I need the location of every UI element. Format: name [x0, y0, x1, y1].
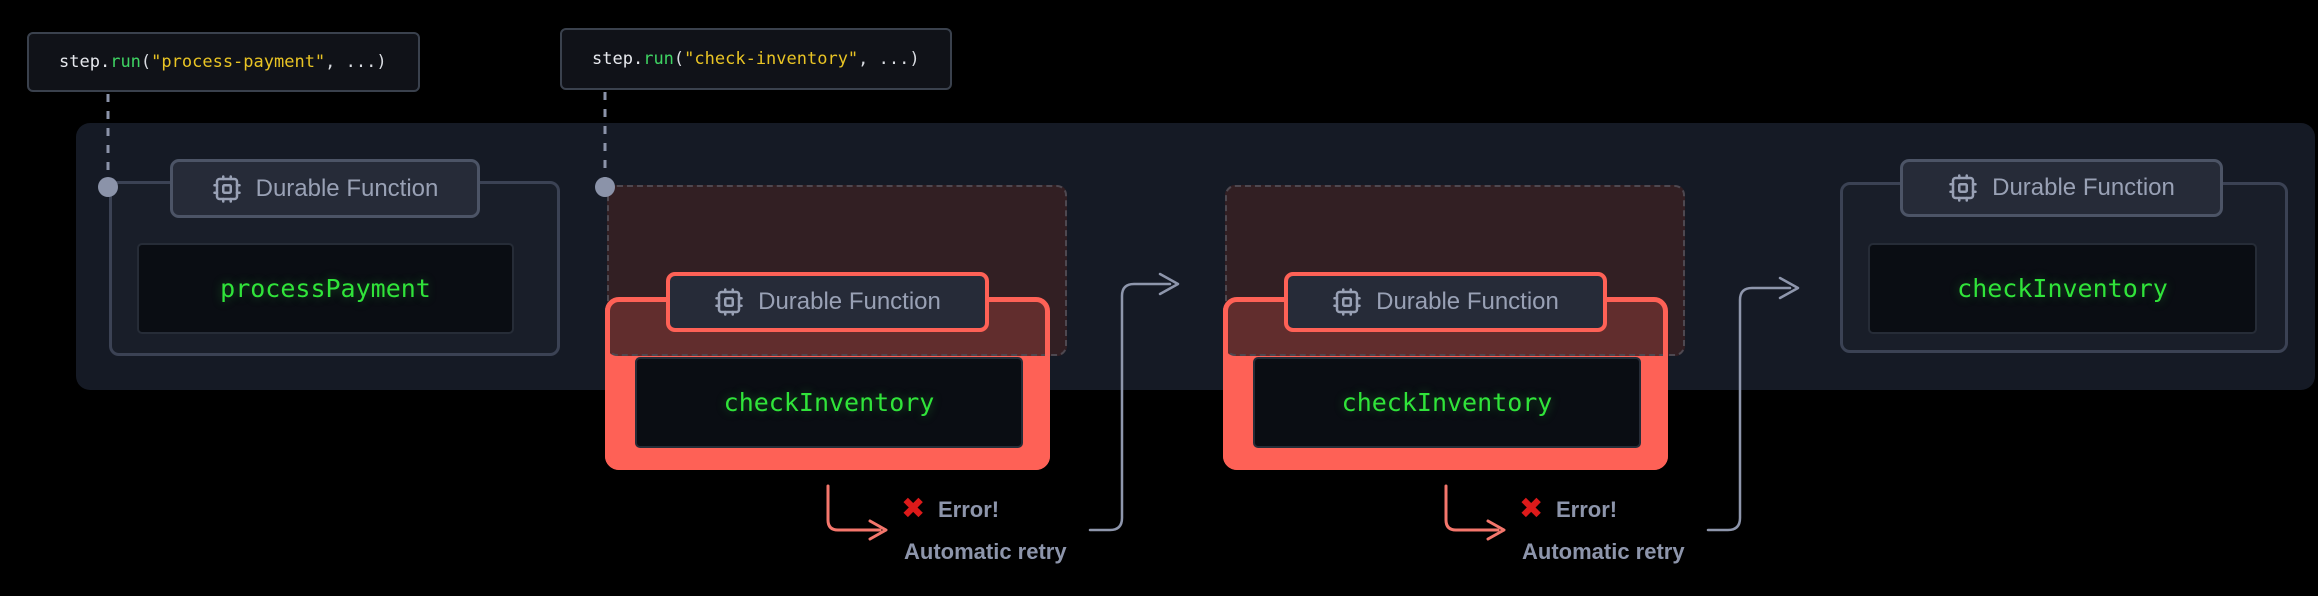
code-snippet-check-inventory: step.run("check-inventory", ...) [560, 28, 952, 90]
cpu-icon [1333, 288, 1361, 316]
function-name: checkInventory [1341, 388, 1553, 417]
cpu-icon [715, 288, 743, 316]
error-x-icon: ✖ [1519, 491, 1544, 525]
code-paren-close: , ...) [325, 52, 387, 72]
cpu-icon [212, 174, 241, 203]
code-dot: . [632, 49, 644, 69]
code-object: step [592, 49, 633, 69]
error-label: Error! [1556, 497, 1618, 522]
code-object: step [59, 52, 100, 72]
automatic-retry-label: Automatic retry [904, 539, 1067, 564]
function-name-box-2: checkInventory [635, 357, 1023, 448]
error-arrow-1 [826, 484, 888, 541]
function-name: checkInventory [1957, 274, 2168, 303]
function-name-box-1: processPayment [137, 243, 514, 334]
code-paren-close: , ...) [858, 49, 920, 69]
durable-function-badge-4: Durable Function [1900, 159, 2223, 217]
durable-function-badge-3: Durable Function [1284, 272, 1607, 332]
error-arrow-2 [1444, 484, 1506, 541]
badge-label: Durable Function [1376, 288, 1559, 315]
code-method: run [110, 52, 141, 72]
error-x-icon: ✖ [901, 491, 926, 525]
automatic-retry-label: Automatic retry [1522, 539, 1685, 564]
error-label: Error! [938, 497, 1000, 522]
badge-label: Durable Function [1992, 174, 2175, 201]
durable-function-badge-1: Durable Function [170, 159, 480, 218]
cpu-icon [1949, 174, 1977, 202]
code-paren-open: ( [673, 49, 685, 69]
code-string-arg: "process-payment" [151, 52, 326, 72]
function-name-box-3: checkInventory [1253, 357, 1641, 448]
badge-label: Durable Function [758, 288, 941, 315]
durable-function-badge-2: Durable Function [666, 272, 989, 332]
badge-label: Durable Function [255, 174, 439, 202]
code-dot: . [99, 52, 111, 72]
function-name-box-4: checkInventory [1868, 243, 2257, 334]
function-name: processPayment [220, 274, 431, 303]
code-string-arg: "check-inventory" [684, 49, 859, 69]
code-snippet-process-payment: step.run("process-payment", ...) [27, 32, 420, 92]
code-method: run [643, 49, 674, 69]
function-name: checkInventory [723, 388, 935, 417]
code-paren-open: ( [140, 52, 152, 72]
